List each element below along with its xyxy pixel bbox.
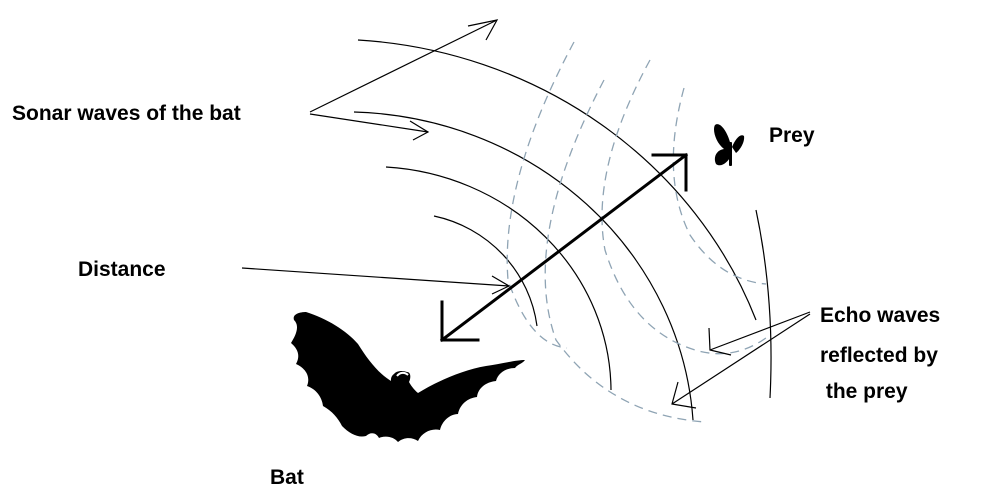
sonar-wave-2 [386,167,611,390]
echo-wave-2 [545,80,705,422]
distance-label: Distance [78,258,166,281]
sonar-wave-1 [434,216,537,326]
moth-silhouette-icon [714,124,744,166]
sonar-pointers [310,20,497,140]
echo-arrowhead-lower [672,382,696,408]
sonar-arrowhead-upper [468,20,497,40]
distance-pointer [242,268,509,294]
bat-silhouette-icon [291,312,525,442]
sonar-pointer-upper [310,20,497,112]
prey-label: Prey [769,124,815,147]
echo-wave-3 [602,60,770,354]
sonar-wave-5 [756,210,771,398]
distance-arrow-shaft [442,155,686,340]
echo-waves [507,42,770,422]
sonar-waves [354,40,771,420]
echo-arrowhead-upper [709,328,731,355]
echo-pointers [672,312,810,408]
sonar-pointer-lower [310,114,428,132]
sonar-waves-label: Sonar waves of the bat [12,102,241,125]
bat-label: Bat [270,466,304,489]
echo-waves-label-line2: reflected by [820,344,938,367]
echo-pointer-upper [710,312,810,350]
distance-pointer-line [242,268,509,286]
echo-waves-label-line3: the prey [820,380,908,403]
echo-waves-label-line1: Echo waves [820,304,940,327]
echo-pointer-lower [672,314,810,404]
distance-arrow [442,155,686,340]
labels: Sonar waves of the bat Prey Distance Ech… [12,102,940,489]
